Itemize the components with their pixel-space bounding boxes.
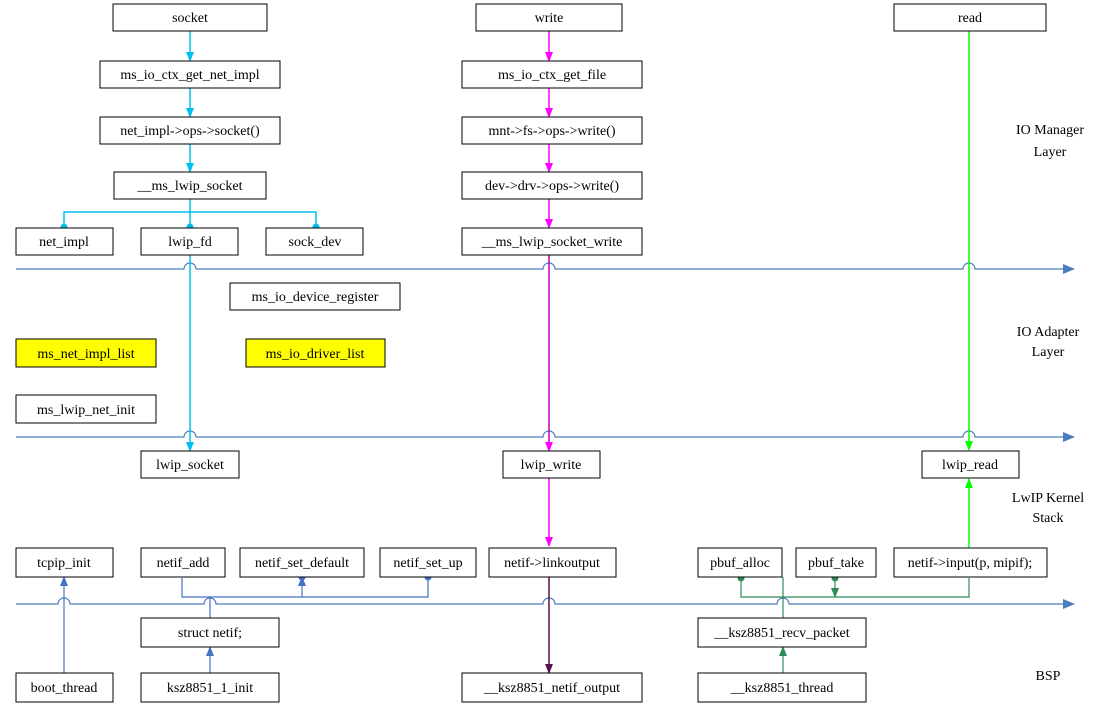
node-pbuf-alloc-label: pbuf_alloc bbox=[710, 556, 770, 571]
node-boot-thread: boot_thread bbox=[15, 672, 114, 703]
node-ms-lwip-net-init-label: ms_lwip_net_init bbox=[37, 403, 135, 418]
layer-label-lwip-kernel-stack: LwIP Kernel Stack bbox=[1012, 491, 1084, 526]
node-read: read bbox=[893, 3, 1047, 32]
node-dev-drv-ops-write: dev->drv->ops->write() bbox=[461, 171, 643, 200]
svg-text:Layer: Layer bbox=[1032, 345, 1065, 360]
node-lwip-read-label: lwip_read bbox=[942, 458, 998, 473]
node-lwip-write: lwip_write bbox=[502, 450, 601, 479]
node-ksz8851-1-init-label: ksz8851_1_init bbox=[167, 681, 253, 696]
node-sock-dev-label: sock_dev bbox=[289, 235, 342, 250]
node-ms-io-driver-list: ms_io_driver_list bbox=[245, 338, 386, 368]
node-ms-net-impl-list: ms_net_impl_list bbox=[15, 338, 157, 368]
node-netif-add: netif_add bbox=[140, 547, 226, 578]
svg-text:Layer: Layer bbox=[1034, 145, 1067, 160]
node-ms-net-impl-list-label: ms_net_impl_list bbox=[37, 347, 134, 362]
node-netif-input: netif->input(p, mipif); bbox=[893, 547, 1048, 578]
node-dev-drv-ops-write-label: dev->drv->ops->write() bbox=[485, 179, 619, 194]
node-netif-input-label: netif->input(p, mipif); bbox=[908, 556, 1033, 571]
node-lwip-fd: lwip_fd bbox=[140, 227, 239, 256]
node-ms-io-device-register-label: ms_io_device_register bbox=[252, 290, 379, 305]
node-ms-io-ctx-get-net-impl-label: ms_io_ctx_get_net_impl bbox=[120, 68, 259, 83]
node-ms-lwip-socket-label: __ms_lwip_socket bbox=[137, 179, 243, 194]
node-write: write bbox=[475, 3, 623, 32]
node-ms-io-ctx-get-file-label: ms_io_ctx_get_file bbox=[498, 68, 606, 83]
node-net-impl: net_impl bbox=[15, 227, 114, 256]
node-ms-lwip-socket-write-label: __ms_lwip_socket_write bbox=[481, 235, 623, 250]
node-mnt-fs-ops-write: mnt->fs->ops->write() bbox=[461, 116, 643, 145]
branch-pbuf-to-netif-input bbox=[740, 577, 970, 597]
node-net-impl-ops-socket-label: net_impl->ops->socket() bbox=[120, 124, 260, 139]
node-ksz8851-1-init: ksz8851_1_init bbox=[140, 672, 280, 703]
branch-struct-netif-to-netif-funcs bbox=[181, 577, 429, 618]
node-netif-set-default-label: netif_set_default bbox=[255, 556, 349, 571]
node-ms-lwip-socket: __ms_lwip_socket bbox=[113, 171, 267, 200]
node-struct-netif: struct netif; bbox=[140, 617, 280, 648]
node-pbuf-take: pbuf_take bbox=[795, 547, 877, 578]
node-netif-linkoutput-label: netif->linkoutput bbox=[504, 556, 600, 571]
separator-line-3 bbox=[16, 597, 1075, 609]
node-netif-set-up: netif_set_up bbox=[379, 547, 477, 578]
layer-label-bsp: BSP bbox=[1036, 669, 1061, 684]
node-mnt-fs-ops-write-label: mnt->fs->ops->write() bbox=[488, 124, 615, 139]
svg-text:LwIP Kernel: LwIP Kernel bbox=[1012, 491, 1084, 506]
node-ksz8851-thread-label: __ksz8851_thread bbox=[730, 681, 834, 696]
node-ms-io-driver-list-label: ms_io_driver_list bbox=[266, 347, 365, 362]
svg-text:Stack: Stack bbox=[1032, 511, 1063, 526]
node-ksz8851-netif-output-label: __ksz8851_netif_output bbox=[483, 681, 620, 696]
bsp-path bbox=[60, 577, 429, 673]
node-boot-thread-label: boot_thread bbox=[31, 681, 98, 696]
node-netif-set-default: netif_set_default bbox=[239, 547, 365, 578]
node-ksz8851-thread: __ksz8851_thread bbox=[697, 672, 867, 703]
node-ms-lwip-socket-write: __ms_lwip_socket_write bbox=[461, 227, 643, 256]
node-write-label: write bbox=[535, 11, 564, 26]
node-ms-io-ctx-get-file: ms_io_ctx_get_file bbox=[461, 60, 643, 89]
svg-text:IO Manager: IO Manager bbox=[1016, 123, 1084, 138]
node-lwip-socket: lwip_socket bbox=[140, 450, 240, 479]
node-lwip-read: lwip_read bbox=[921, 450, 1020, 479]
node-lwip-socket-label: lwip_socket bbox=[156, 458, 224, 473]
node-netif-add-label: netif_add bbox=[157, 556, 210, 571]
node-netif-linkoutput: netif->linkoutput bbox=[488, 547, 617, 578]
layer-label-io-manager: IO Manager Layer bbox=[1016, 123, 1084, 160]
node-lwip-fd-label: lwip_fd bbox=[168, 235, 212, 250]
separator-line-1 bbox=[16, 262, 1075, 274]
svg-text:BSP: BSP bbox=[1036, 669, 1061, 684]
node-lwip-write-label: lwip_write bbox=[521, 458, 582, 473]
node-tcpip-init: tcpip_init bbox=[15, 547, 114, 578]
node-tcpip-init-label: tcpip_init bbox=[37, 556, 91, 571]
node-netif-set-up-label: netif_set_up bbox=[393, 556, 462, 571]
svg-text:IO Adapter: IO Adapter bbox=[1017, 325, 1080, 340]
node-socket: socket bbox=[112, 3, 268, 32]
node-ksz8851-recv-packet: __ksz8851_recv_packet bbox=[697, 617, 867, 648]
node-ms-io-ctx-get-net-impl: ms_io_ctx_get_net_impl bbox=[99, 60, 281, 89]
node-read-label: read bbox=[958, 11, 982, 26]
node-ms-io-device-register: ms_io_device_register bbox=[229, 282, 401, 311]
node-pbuf-take-label: pbuf_take bbox=[808, 556, 864, 571]
node-ms-lwip-net-init: ms_lwip_net_init bbox=[15, 394, 157, 424]
node-pbuf-alloc: pbuf_alloc bbox=[697, 547, 783, 578]
node-ksz8851-recv-packet-label: __ksz8851_recv_packet bbox=[713, 626, 849, 641]
node-net-impl-ops-socket: net_impl->ops->socket() bbox=[99, 116, 281, 145]
layer-label-io-adapter: IO Adapter Layer bbox=[1017, 325, 1080, 360]
node-sock-dev: sock_dev bbox=[265, 227, 364, 256]
separator-line-2 bbox=[16, 430, 1075, 442]
node-ksz8851-netif-output: __ksz8851_netif_output bbox=[461, 672, 643, 703]
node-socket-label: socket bbox=[172, 11, 208, 26]
node-struct-netif-label: struct netif; bbox=[178, 626, 242, 641]
node-net-impl-label: net_impl bbox=[39, 235, 89, 250]
